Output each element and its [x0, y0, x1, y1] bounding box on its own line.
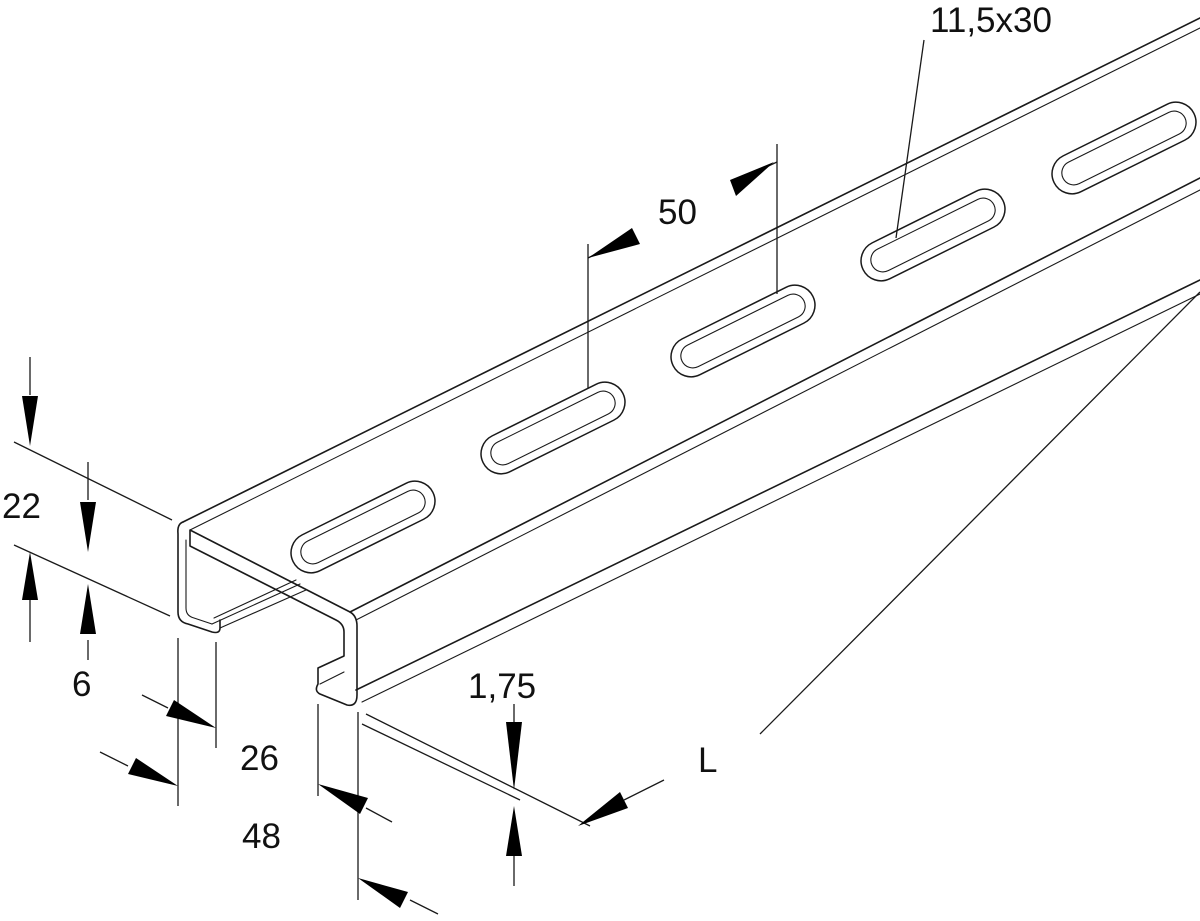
front-wall-bottom-edge	[355, 279, 1200, 691]
cross-section-outline	[177, 521, 221, 634]
left-wall-inner	[185, 539, 213, 625]
top-face-front-edge	[349, 177, 1200, 613]
slot-size-dimension: 11,5x30	[895, 1, 1052, 239]
slot-3	[670, 284, 816, 378]
slot-pitch-dimension: 50	[587, 144, 778, 388]
lip-arrow-bottom	[80, 584, 96, 634]
top-face-back-inner-edge	[189, 27, 1200, 531]
length-dimension: L	[578, 291, 1200, 826]
width-arrow-right	[318, 784, 368, 814]
width-arrow-left	[358, 878, 408, 908]
slot-row	[290, 101, 1197, 574]
left-lip-face	[213, 579, 297, 619]
thickness-arrow-top	[506, 722, 522, 790]
cross-section-inner	[189, 529, 358, 707]
left-lip-top	[211, 583, 301, 625]
height-dimension: 22	[2, 357, 173, 642]
lip-label: 6	[72, 665, 91, 704]
width-dimension: 48	[242, 704, 439, 915]
thickness-dimension: 1,75	[361, 667, 591, 886]
right-lip-edge	[319, 671, 345, 685]
thickness-arrow-bottom	[506, 806, 522, 856]
opening-arrow-right	[166, 700, 216, 728]
slot-1	[290, 480, 436, 574]
front-wall-bottom-inner-edge	[361, 293, 1200, 703]
pitch-arrow-left	[588, 228, 640, 258]
slot-4	[860, 188, 1006, 282]
opening-arrow-left	[128, 758, 178, 786]
length-arrow	[578, 792, 628, 826]
slot-5	[1051, 101, 1197, 195]
channel-body	[177, 17, 1200, 707]
height-label: 22	[2, 487, 41, 526]
thickness-label: 1,75	[468, 667, 536, 706]
top-face-front-inner-edge	[355, 189, 1200, 621]
lip-dimension: 6	[72, 462, 96, 704]
slot-2	[480, 381, 626, 475]
width-label: 48	[242, 817, 281, 856]
slot-size-label: 11,5x30	[930, 1, 1052, 40]
height-arrow-bottom	[22, 552, 38, 600]
opening-label: 26	[240, 739, 279, 778]
left-lip-bottom	[219, 589, 307, 629]
lip-arrow-top	[80, 502, 96, 552]
top-face-back-edge	[182, 17, 1200, 523]
length-label: L	[698, 741, 717, 780]
opening-dimension: 26	[99, 638, 279, 806]
pitch-arrow-right	[730, 162, 774, 196]
height-arrow-top	[22, 396, 38, 446]
slot-pitch-label: 50	[658, 193, 697, 232]
